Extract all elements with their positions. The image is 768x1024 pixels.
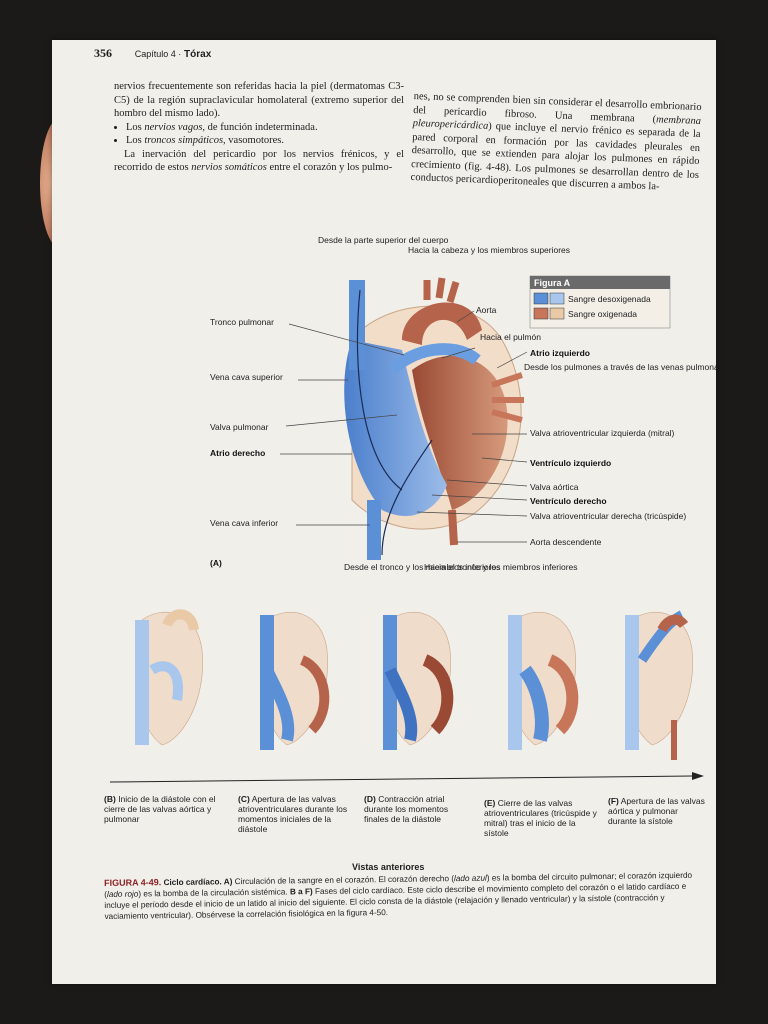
left-ventricle-shape [412,355,508,510]
legend-swatch-deox-light [549,292,565,305]
flow-line [356,289,403,491]
label-atrio-izquierdo: Atrio izquierdo [530,348,590,358]
label-desde-tronco: Desde el tronco y los miembros inferiore… [344,562,500,572]
label-vena-cava-inferior: Vena cava inferior [210,518,278,528]
label-valva-mitral: Valva atrioventricular izquierda (mitral… [530,428,675,438]
page-number: 356 [94,46,112,60]
label-aorta: Aorta [476,305,497,315]
phase-heart-d [383,611,454,750]
phase-heart-e [508,611,579,750]
phase-heart-f [625,610,693,760]
phase-caption-e: (E) Cierre de las valvas atrioventricula… [484,798,597,838]
text-column-left: nervios frecuentemente son referidas hac… [114,80,404,175]
panel-letter-a: (A) [210,558,222,568]
flow-line [381,439,433,556]
section-title: Tórax [184,49,212,60]
paragraph: nervios frecuentemente son referidas hac… [114,81,404,119]
aorta-branches [423,277,460,304]
list-item: Los nervios vagos, de función indetermin… [126,121,404,135]
book-page: 356 Capítulo 4 · Tórax nervios frecuente… [52,40,716,984]
bullet-list: Los nervios vagos, de función indetermin… [114,121,404,148]
phase-caption-b: (B) Inicio de la diástole con el cierre … [104,794,216,824]
legend-ox-label: Sangre oxigenada [568,309,637,319]
phase-heart-c [260,611,330,750]
phase-heart-b [135,609,203,746]
phase-caption-c: (C) Apertura de las valvas atrioventricu… [238,794,348,834]
label-atrio-derecho: Atrio derecho [210,448,265,458]
label-desde-superior: Desde la parte superior del cuerpo [318,235,449,245]
descending-aorta [448,509,458,546]
right-heart-shape [344,340,447,516]
phase-caption-f: (F) Apertura de las valvas aórtica y pul… [608,796,705,826]
running-header: 356 Capítulo 4 · Tórax [94,46,211,61]
phase-caption-d: (D) Contracción atrial durante los momen… [364,794,449,824]
label-ventriculo-izquierdo: Ventrículo izquierdo [530,458,611,468]
label-valva-pulmonar: Valva pulmonar [210,422,269,432]
paragraph: La inervación del pericardio por los ner… [114,148,404,174]
timeline-arrow [109,772,704,783]
figure-caption: FIGURA 4-49. Ciclo cardíaco. A) Circulac… [104,870,693,921]
leader-lines [280,310,528,543]
label-hacia-tronco: Hacia el tronco y los miembros inferiore… [424,562,578,572]
heart-illustration [344,277,524,560]
pulmonary-trunk [387,343,481,375]
label-ventriculo-derecho: Ventrículo derecho [530,496,607,506]
vistas-anteriores-heading: Vistas anteriores [352,862,425,872]
label-tronco-pulmonar: Tronco pulmonar [210,317,274,327]
label-aorta-descendente: Aorta descendente [530,537,602,547]
label-desde-pulmones: Desde los pulmones a través de las venas… [524,362,716,372]
legend-swatch-deox [533,292,549,305]
aortic-arch-shape [402,302,482,345]
legend-figura-a: Figura A Sangre desoxigenada Sangre oxig… [529,275,671,329]
legend-title: Figura A [534,278,571,288]
pulmonary-veins [491,372,524,423]
legend-deox-label: Sangre desoxigenada [568,294,651,304]
label-valva-tricuspide: Valva atrioventricular derecha (tricúspi… [530,511,686,521]
figure-a-heart-diagram: Desde la parte superior del cuerpo Hacia… [109,235,716,783]
list-item: Los troncos simpáticos, vasomotores. [126,134,404,148]
phase-illustrations [135,609,693,760]
label-hacia-pulmon: Hacia el pulmón [480,332,541,342]
chapter-label: Capítulo 4 · [134,49,182,59]
label-valva-aortica: Valva aórtica [530,482,579,492]
label-vena-cava-superior: Vena cava superior [210,372,283,382]
legend-swatch-ox-light [549,307,565,320]
label-hacia-cabeza: Hacia la cabeza y los miembros superiore… [408,245,570,255]
legend-swatch-ox [533,307,549,320]
